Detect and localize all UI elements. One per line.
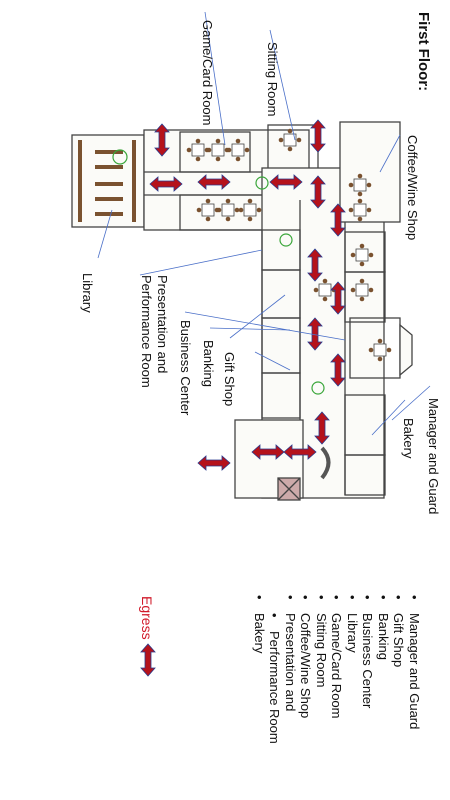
right-room-b <box>344 271 386 323</box>
leader-lines <box>97 11 431 436</box>
legend-item: Gift Shop <box>391 595 407 744</box>
label-bakery: Bakery <box>401 418 416 459</box>
legend-item: Sitting Room <box>314 595 329 744</box>
legend-item: Game/Card Room <box>329 595 345 744</box>
label-manager-guard: Manager and Guard <box>426 398 441 515</box>
label-game-card-room: Game/Card Room <box>200 20 215 126</box>
label-library: Library <box>80 273 95 313</box>
left-room-d <box>261 372 301 419</box>
label-presentation-1: Presentation and <box>155 275 170 374</box>
curved-stair <box>320 446 331 480</box>
legend-item: Manager and Guard <box>407 595 422 744</box>
label-gift-shop: Gift Shop <box>222 352 237 407</box>
label-presentation-2: Performance Room <box>139 275 154 388</box>
legend-item: Business Center <box>360 595 376 744</box>
library-shelves <box>78 140 136 222</box>
legend-item: Coffee/Wine Shop <box>298 595 314 744</box>
legend-item: Banking <box>376 595 391 744</box>
plants <box>112 149 325 395</box>
page-title: First Floor: <box>415 12 432 92</box>
legend-item: Presentation and <box>283 595 298 744</box>
manager-guard-room <box>344 454 386 496</box>
legend-item-continued: Performance Room <box>267 595 283 744</box>
legend-item: Bakery <box>252 595 267 744</box>
label-banking: Banking <box>201 340 216 387</box>
legend-item: Library <box>345 595 360 744</box>
legend: Manager and Guard Gift Shop Banking Busi… <box>252 595 422 744</box>
label-business-center: Business Center <box>178 320 193 416</box>
legend-egress-label: Egress <box>139 596 155 640</box>
egress-legend-swatch <box>140 643 156 677</box>
coffee-wine-shop <box>339 121 401 223</box>
label-coffee-wine-shop: Coffee/Wine Shop <box>405 135 420 241</box>
label-sitting-room: Sitting Room <box>265 42 280 117</box>
